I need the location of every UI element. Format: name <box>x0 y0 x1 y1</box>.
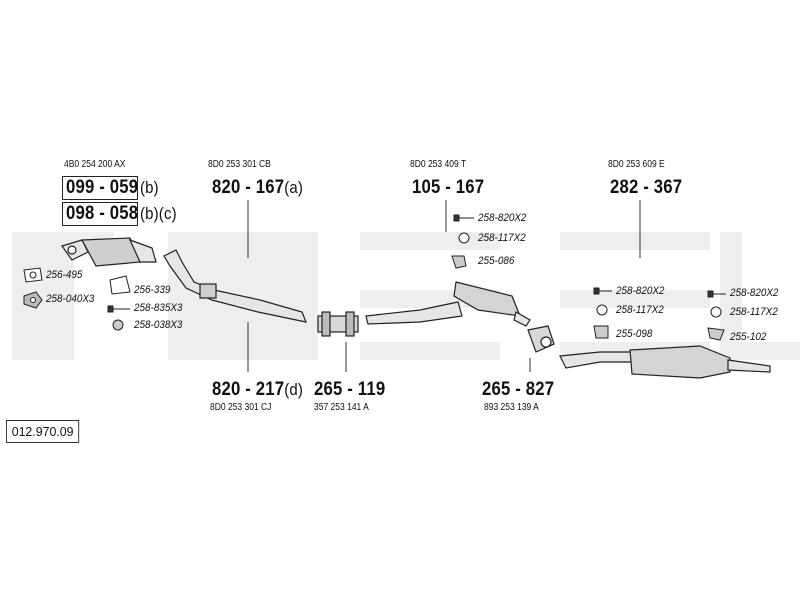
center-box-oe-number: 8D0 253 409 T <box>410 159 467 170</box>
front-pipe-code: 820 - 167(a) <box>212 178 303 197</box>
ring-icon <box>458 232 470 244</box>
clamp-code: 265 - 119 <box>314 379 386 400</box>
accessory-label: 256-339 <box>134 284 171 296</box>
connector-drawing <box>527 325 555 353</box>
front-pipe-oe-number: 8D0 253 301 CB <box>208 159 271 170</box>
rear-box-oe-number: 8D0 253 609 E <box>608 159 665 170</box>
connector-code: 265 - 827 <box>482 379 555 400</box>
front-pipe-suffix: (a) <box>284 178 304 197</box>
accessory-label: 256-495 <box>46 269 83 281</box>
front-pipe-alt-oe-number: 8D0 253 301 CJ <box>210 402 272 413</box>
gasket-icon <box>109 275 131 295</box>
front-pipe-alt-number: 820 - 217 <box>212 379 285 400</box>
rear-accessory-icons-1 <box>593 287 612 339</box>
accessory-label: 255-102 <box>730 331 767 343</box>
bolt-icon <box>593 287 612 295</box>
center-box-code: 105 - 167 <box>412 177 485 198</box>
cat-code-box-1 <box>62 176 138 200</box>
nut-icon <box>23 291 43 309</box>
cat-code-2-suffix: (b)(c) <box>140 204 177 223</box>
bolt-icon <box>453 214 474 222</box>
rear-accessory-icons-2 <box>707 290 726 341</box>
accessory-label: 258-117X2 <box>478 232 526 244</box>
cat-oe-number: 4B0 254 200 AX <box>64 159 126 170</box>
hanger-icon <box>451 255 467 269</box>
cat-code-2-suffix-text: (b)(c) <box>140 204 177 223</box>
front-pipe-drawing <box>163 249 307 323</box>
accessory-label: 255-086 <box>478 255 515 267</box>
bolt-icon <box>107 305 130 313</box>
cat-code-1: 099 - 059 <box>66 178 138 197</box>
accessory-label: 258-040X3 <box>46 293 95 305</box>
accessory-label: 258-835X3 <box>134 302 183 314</box>
nut-icon <box>112 319 124 331</box>
clamp-oe-number: 357 253 141 A <box>314 402 369 413</box>
clamp-drawing <box>317 311 359 337</box>
rear-muffler-drawing <box>559 345 771 379</box>
rear-box-code: 282 - 367 <box>610 177 683 198</box>
bolt-icon <box>707 290 726 298</box>
cat-code-1-suffix: (b) <box>140 178 159 197</box>
accessory-label: 258-117X2 <box>730 306 778 318</box>
connector-oe-number: 893 253 139 A <box>484 402 539 413</box>
ring-icon <box>596 304 608 316</box>
gasket-icon <box>23 267 43 283</box>
accessory-label: 255-098 <box>616 328 653 340</box>
accessory-label: 258-820X2 <box>478 212 527 224</box>
leader-lines <box>247 200 641 372</box>
hanger-icon <box>707 327 725 341</box>
accessory-label: 258-117X2 <box>616 304 664 316</box>
center-accessory-icons <box>451 214 474 269</box>
front-pipe-alt-code: 820 - 217(d) <box>212 380 303 399</box>
diagram-reference-number: 012.970.09 <box>6 420 80 443</box>
front-pipe-alt-suffix: (d) <box>284 380 304 399</box>
accessory-label: 258-038X3 <box>134 319 183 331</box>
cat-accessory-icons <box>23 267 131 331</box>
ring-icon <box>710 306 722 318</box>
cat-code-box-2 <box>62 202 138 226</box>
catalytic-converter <box>61 237 157 267</box>
cat-code-2: 098 - 058 <box>66 204 138 223</box>
cat-code-2-number: 098 - 058 <box>66 203 139 224</box>
hanger-icon <box>593 325 609 339</box>
cat-code-1-suffix-text: (b) <box>140 178 159 197</box>
accessory-label: 258-820X2 <box>616 285 665 297</box>
cat-code-1-number: 099 - 059 <box>66 177 139 198</box>
center-muffler-drawing <box>365 281 531 327</box>
front-pipe-number: 820 - 167 <box>212 177 285 198</box>
accessory-label: 258-820X2 <box>730 287 779 299</box>
